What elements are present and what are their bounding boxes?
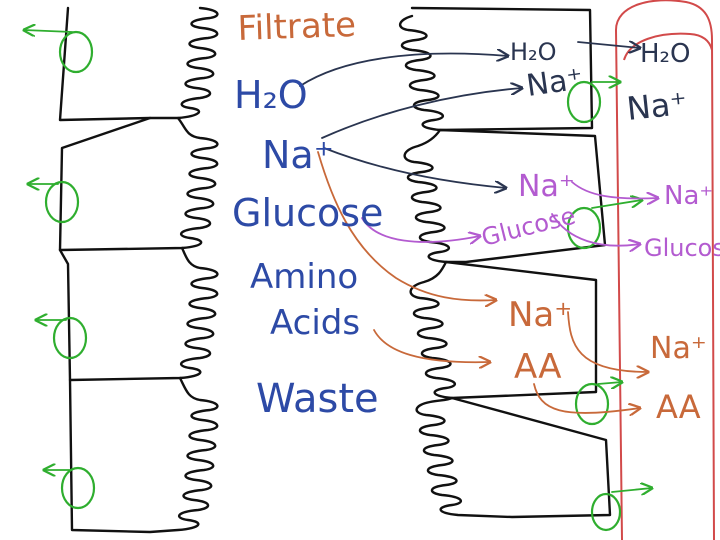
pump-arrow	[597, 382, 622, 384]
right-cell-4	[415, 396, 612, 519]
right-tubule-wall	[399, 6, 612, 519]
right-cell-3	[409, 260, 598, 400]
left-cell-4	[68, 376, 219, 534]
filtrate-labels: Filtrate H₂O Na⁺ Glucose Amino Acids Was…	[232, 5, 383, 422]
arrow-na-purple-to-blood	[571, 181, 658, 198]
left-tubule-wall	[58, 6, 219, 534]
capillary	[614, 0, 715, 540]
blood-labels: H₂O Na⁺ Na⁺ Glucose Na⁺ AA	[625, 39, 720, 426]
label-filtrate: Filtrate	[237, 5, 357, 49]
arrow-na-to-cell-bottom	[317, 151, 496, 300]
left-cell-1	[58, 6, 219, 122]
arrow-na-orange-to-blood	[567, 311, 648, 372]
arrow-na-to-cell-top	[321, 88, 522, 139]
pump-circle	[574, 382, 610, 426]
label-blood-na-top: Na⁺	[625, 84, 689, 128]
arrow-glucose-to-cell	[361, 217, 480, 242]
pump-circle	[566, 80, 602, 124]
arrow-glucose-to-blood	[551, 213, 640, 246]
label-acids: Acids	[270, 303, 360, 343]
label-blood-na-purple: Na⁺	[664, 181, 713, 211]
capillary-outer-wall	[614, 0, 715, 540]
arrow-h2o-to-cell	[299, 54, 508, 87]
label-cell-aa: AA	[514, 347, 561, 387]
label-blood-aa: AA	[656, 388, 701, 426]
arrow-aminoacids-to-cell	[373, 329, 490, 362]
arrow-na-to-cell-mid	[323, 147, 506, 188]
pump-arrow	[611, 488, 652, 492]
pump-arrow	[591, 200, 642, 209]
pumps	[24, 30, 652, 532]
pump-circle	[52, 316, 88, 360]
transport-arrows	[299, 42, 658, 413]
pump-circle	[566, 206, 602, 250]
label-blood-na-orange: Na⁺	[650, 331, 707, 366]
label-cell-na-purple: Na⁺	[518, 169, 575, 204]
label-cell-glucose: Glucose	[479, 202, 579, 252]
label-blood-h2o: H₂O	[640, 39, 690, 69]
pump-circle	[590, 492, 622, 532]
arrow-aa-to-blood	[533, 383, 640, 413]
left-cell-3	[58, 246, 219, 382]
pump-arrow	[24, 30, 73, 32]
label-glucose: Glucose	[232, 191, 383, 235]
arrow-h2o-to-blood	[577, 42, 640, 48]
pump-circle	[58, 30, 94, 74]
label-cell-na-top: Na⁺	[524, 61, 585, 104]
label-amino: Amino	[250, 257, 358, 297]
label-blood-glucose: Glucose	[644, 234, 720, 262]
right-cell-2	[403, 128, 607, 264]
pump-circle	[44, 180, 80, 224]
left-cell-2	[58, 116, 219, 252]
right-cell-1	[399, 6, 594, 132]
label-na: Na⁺	[262, 133, 334, 177]
pump-circle	[60, 466, 96, 510]
label-cell-na-orange: Na⁺	[508, 295, 572, 335]
label-cell-h2o: H₂O	[510, 38, 557, 66]
label-h2o: H₂O	[234, 73, 308, 117]
label-waste: Waste	[256, 376, 379, 422]
